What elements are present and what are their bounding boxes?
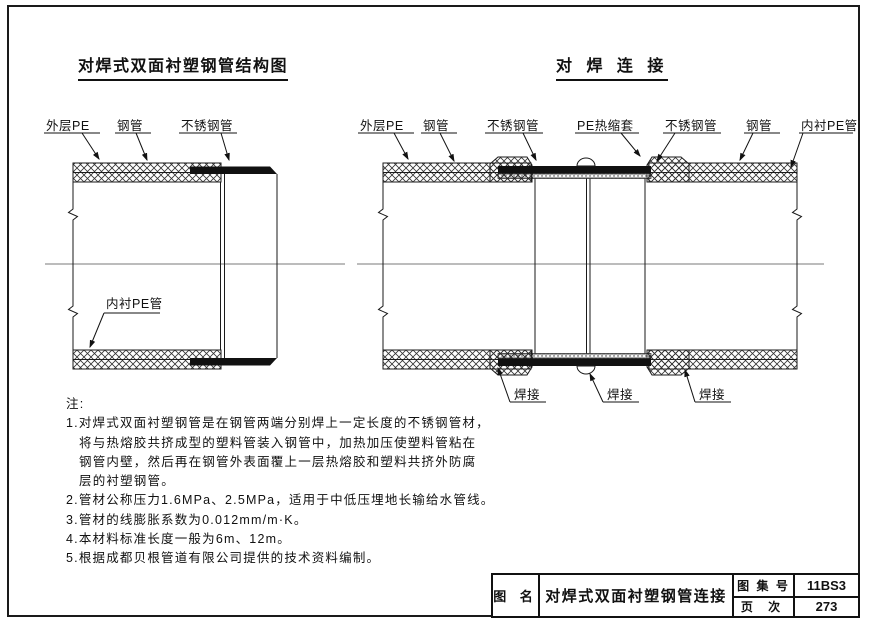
title-block-atlas-number: 11BS3 <box>793 575 858 596</box>
joint-stainless-bottom <box>498 358 651 366</box>
title-block-page-label: 页 次 <box>732 595 793 616</box>
joint-lining-bottom <box>497 353 652 359</box>
notes-block: 注: 1.对焊式双面衬塑钢管是在钢管两端分别焊上一定长度的不锈钢管材， 将与热熔… <box>66 395 494 569</box>
title-block: 图 名 对焊式双面衬塑钢管连接 图 集 号 11BS3 页 次 273 <box>491 573 860 618</box>
note-line: 将与热熔胶共挤成型的塑料管装入钢管中，加热加压使塑料管粘在 <box>79 435 477 450</box>
left-break-edge <box>67 163 79 369</box>
label-stainless-r1: 不锈钢管 <box>487 118 539 133</box>
label-stainless-left: 不锈钢管 <box>181 118 233 133</box>
note-line: 5.根据成都贝根管道有限公司提供的技术资料编制。 <box>66 551 381 566</box>
note-line: 层的衬塑钢管。 <box>79 474 175 489</box>
left-stainless-bottom <box>190 358 277 366</box>
title-block-atlas-label: 图 集 号 <box>732 575 793 596</box>
pe-sleeve-top-right <box>646 156 690 183</box>
note-line: 3.管材的线膨胀系数为0.012mm/m·K。 <box>66 512 308 527</box>
label-pe-sleeve: PE热缩套 <box>577 118 634 133</box>
right-leaders <box>358 132 853 403</box>
label-weld-3: 焊接 <box>699 387 725 402</box>
page-border <box>7 5 860 617</box>
left-stainless-top <box>190 166 277 174</box>
label-steel-pipe-r2: 钢管 <box>746 118 772 133</box>
label-outer-pe-right: 外层PE <box>360 119 404 133</box>
label-weld-2: 焊接 <box>607 387 633 402</box>
left-leaders <box>44 132 237 349</box>
label-inner-pe-left: 内衬PE管 <box>106 296 163 311</box>
right-pipe-diagram: 外层PE 钢管 不锈钢管 PE热缩套 不锈钢管 钢管 内衬PE管 焊接 焊接 焊… <box>357 118 858 403</box>
label-steel-pipe-r1: 钢管 <box>423 118 449 133</box>
note-line: 1.对焊式双面衬塑钢管是在钢管两端分别焊上一定长度的不锈钢管材， <box>66 416 490 431</box>
label-stainless-r2: 不锈钢管 <box>665 118 717 133</box>
notes-heading: 注: <box>66 397 85 411</box>
right-break-edge-right <box>791 163 803 369</box>
label-steel-pipe-left: 钢管 <box>117 118 143 133</box>
title-block-drawing-name: 对焊式双面衬塑钢管连接 <box>538 575 732 616</box>
pe-sleeve-bottom-right <box>646 349 690 376</box>
right-break-edge-left <box>377 163 389 369</box>
weld-bead-top <box>576 157 596 167</box>
left-pipe-diagram: 外层PE 钢管 不锈钢管 内衬PE管 <box>44 118 345 370</box>
label-outer-pe-left: 外层PE <box>46 119 90 133</box>
note-line: 钢管内壁，然后再在钢管外表面覆上一层热熔胶和塑料共挤外防腐 <box>79 454 477 469</box>
note-line: 2.管材公称压力1.6MPa、2.5MPa，适用于中低压埋地长输给水管线。 <box>66 493 495 508</box>
title-block-page-number: 273 <box>793 595 858 616</box>
joint-lining-top <box>497 173 652 179</box>
weld-bead-bottom <box>576 365 596 375</box>
joint-stainless-top <box>498 166 651 174</box>
label-inner-pe-right: 内衬PE管 <box>801 118 858 133</box>
right-diagram-title: 对 焊 连 接 <box>556 52 669 81</box>
note-line: 4.本材料标准长度一般为6m、12m。 <box>66 532 291 547</box>
left-diagram-title: 对焊式双面衬塑钢管结构图 <box>78 52 289 81</box>
label-weld-1: 焊接 <box>514 387 540 402</box>
title-block-name-label: 图 名 <box>493 589 538 604</box>
